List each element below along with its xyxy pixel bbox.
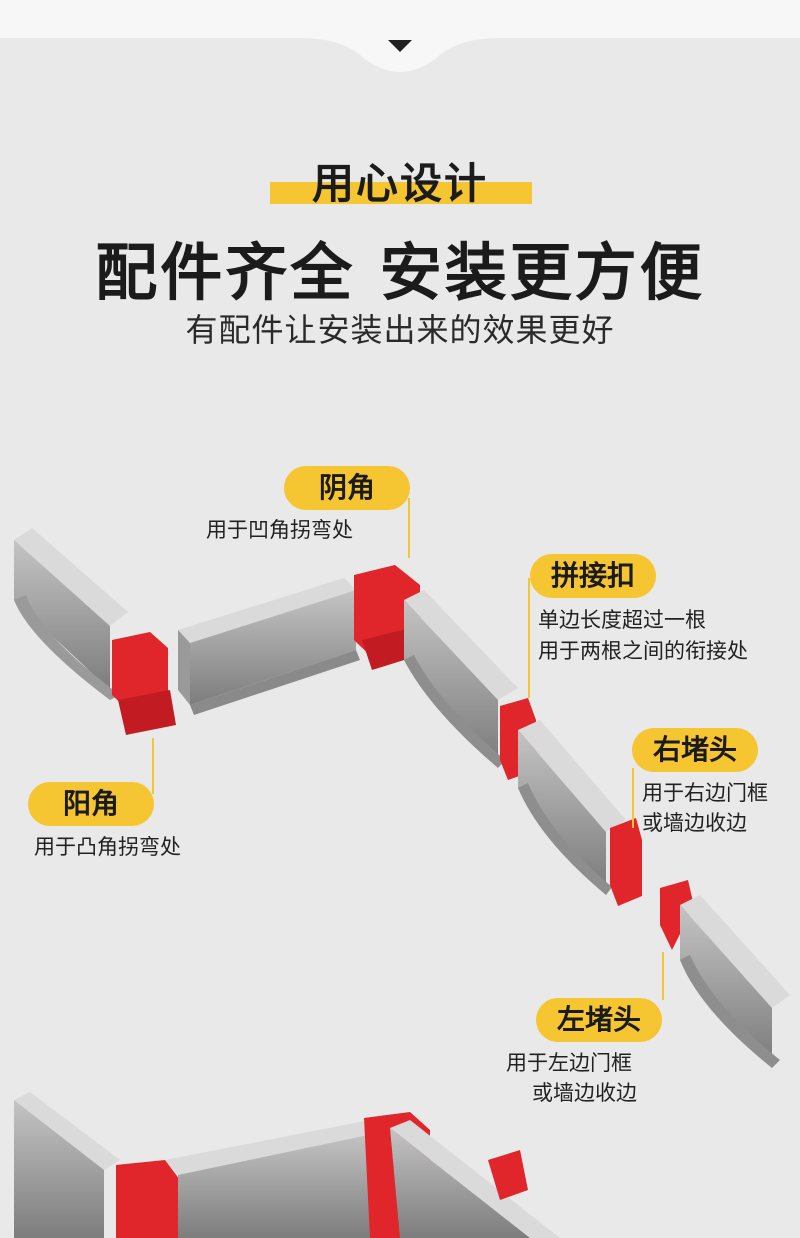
zuodutou-part bbox=[660, 880, 694, 950]
youdutou-desc-1: 用于右边门框 bbox=[642, 781, 768, 805]
title-small-wrap: 用心设计 bbox=[0, 150, 800, 211]
top-band bbox=[0, 0, 800, 38]
pinjiekou-desc-1: 单边长度超过一根 bbox=[538, 608, 706, 632]
rail-diagonal-2 bbox=[518, 720, 626, 895]
yinjiao-label: 阴角 bbox=[284, 466, 410, 510]
triangle-down-icon[interactable] bbox=[388, 40, 412, 52]
yangjiao-desc: 用于凸角拐弯处 bbox=[34, 835, 181, 859]
rail-middle bbox=[178, 578, 360, 715]
youdutou-part bbox=[610, 818, 642, 906]
yinjiao-desc: 用于凹角拐弯处 bbox=[206, 518, 353, 542]
rail-right bbox=[680, 895, 790, 1068]
title-highlight bbox=[270, 182, 532, 204]
pinjiekou-desc-2: 用于两根之间的衔接处 bbox=[538, 639, 748, 663]
zuodutou-label: 左堵头 bbox=[536, 998, 662, 1042]
title-small: 用心设计 bbox=[311, 159, 488, 208]
zuodutou-desc-2: 或墙边收边 bbox=[532, 1081, 637, 1105]
pinjiekou-label: 拼接扣 bbox=[530, 554, 656, 598]
yangjiao-line bbox=[152, 738, 154, 794]
youdutou-label: 右堵头 bbox=[632, 728, 758, 772]
subtitle: 有配件让安装出来的效果更好 bbox=[185, 311, 615, 349]
zuodutou-title: 左堵头 bbox=[556, 1003, 641, 1036]
yinjiao-title: 阴角 bbox=[318, 471, 375, 504]
yangjiao-part bbox=[112, 632, 176, 735]
yangjiao-label: 阳角 bbox=[28, 782, 154, 826]
rail-bottom-scene bbox=[14, 1092, 560, 1238]
youdutou-title: 右堵头 bbox=[652, 733, 737, 766]
pinjiekou-title: 拼接扣 bbox=[550, 559, 635, 592]
zuodutou-desc-1: 用于左边门框 bbox=[506, 1051, 632, 1075]
pinjiekou-line bbox=[528, 578, 530, 698]
youdutou-line bbox=[632, 768, 634, 828]
zuodutou-line bbox=[662, 952, 664, 1000]
rail-diagonal-1 bbox=[404, 590, 518, 768]
youdutou-desc-2: 或墙边收边 bbox=[642, 811, 747, 835]
rail-left bbox=[14, 528, 128, 700]
title-main: 配件齐全 安装更方便 bbox=[95, 236, 705, 309]
yangjiao-title: 阳角 bbox=[62, 787, 119, 820]
yinjiao-line bbox=[408, 498, 410, 558]
tab-notch bbox=[300, 38, 500, 72]
